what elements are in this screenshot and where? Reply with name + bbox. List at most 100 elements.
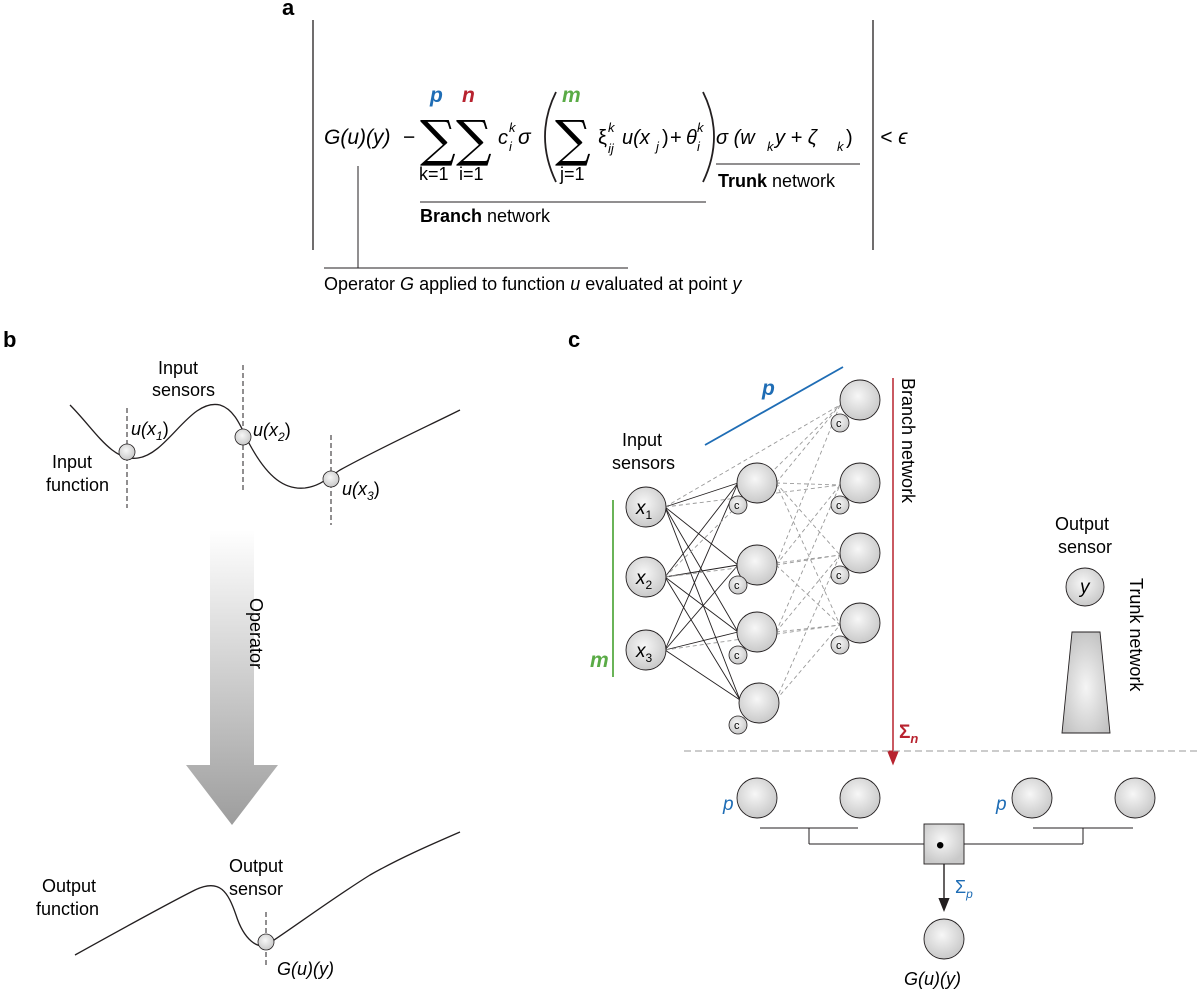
sum-bottom-j: j=1	[559, 164, 585, 184]
dot-product-box	[923, 823, 965, 865]
hidden1-to-hidden2-connections	[664, 404, 841, 701]
output-sensor-label-2: sensor	[229, 879, 283, 899]
trunk-output-node-2	[1114, 777, 1156, 819]
sum-i-symbol: ∑	[456, 110, 492, 168]
u-of-x: u(x	[622, 127, 651, 149]
sum-k-symbol: ∑	[420, 110, 456, 168]
panel-a-label: a	[282, 0, 295, 20]
big-paren-left	[544, 91, 557, 183]
x-sub-j: j	[654, 139, 660, 154]
input-sensors-label-1: Input	[158, 358, 198, 378]
sensor-point-3	[322, 470, 340, 488]
input-sensors-label-2: sensors	[612, 453, 675, 473]
p-left-label: p	[722, 794, 734, 815]
u-x2-label: u(x2)	[253, 420, 291, 444]
trunk-close: )	[846, 127, 853, 149]
hidden1-node-1: c	[728, 462, 778, 515]
big-paren-right	[702, 91, 715, 183]
svg-text:c: c	[734, 580, 740, 592]
output-sensor-label-1: Output	[1055, 514, 1109, 534]
c-coefficient: c	[498, 127, 508, 149]
dot-product-brackets	[760, 827, 1133, 845]
sigma-activation: σ	[518, 126, 532, 149]
u-x3-label: u(x3)	[342, 479, 380, 503]
branch-output-node-1	[736, 777, 778, 819]
u-x1-label: u(x1)	[131, 419, 169, 443]
output-node	[923, 918, 965, 960]
svg-text:c: c	[836, 640, 842, 652]
svg-text:c: c	[734, 720, 740, 732]
trunk-network-label: Trunk network	[1126, 578, 1146, 692]
p-width-line	[704, 366, 844, 446]
c-sub: i	[509, 139, 513, 154]
theta-bias: θ	[686, 127, 697, 149]
p-width-label: p	[761, 377, 775, 400]
trunk-output-node-1	[1011, 777, 1053, 819]
xi-sub: ij	[608, 141, 615, 156]
operator-label: Operator	[246, 598, 266, 669]
trunk-network-block	[1061, 631, 1111, 734]
sensor-point-1	[118, 443, 136, 461]
output-value-label: G(u)(y)	[277, 959, 334, 979]
equation-minus: −	[403, 126, 415, 149]
hidden1-node-4: c	[728, 682, 780, 735]
xi-weight: ξ	[598, 127, 607, 149]
svg-text:x2: x2	[635, 568, 653, 592]
theta-sub: i	[697, 139, 701, 154]
hidden2-node-3: c	[830, 532, 881, 585]
output-sensor-label-1: Output	[229, 856, 283, 876]
sum-j-symbol: ∑	[555, 110, 591, 168]
hidden2-node-2: c	[830, 462, 881, 515]
output-value-label: G(u)(y)	[904, 969, 961, 989]
operator-caption: Operator G applied to function u evaluat…	[324, 274, 742, 294]
panel-c-label: c	[568, 327, 580, 352]
svg-text:x3: x3	[635, 641, 653, 665]
input-function-label-2: function	[46, 475, 109, 495]
input-node-1: x1	[625, 486, 667, 528]
hidden1-node-2: c	[728, 544, 778, 595]
xi-sup: k	[608, 120, 616, 135]
sigma-n-label: Σn	[899, 722, 918, 746]
input-node-2: x2	[625, 556, 667, 598]
panel-c: c p Input sensors m	[568, 327, 1200, 989]
svg-text:c: c	[836, 418, 842, 430]
sum-top-n: n	[462, 84, 475, 107]
input-sensors-label-2: sensors	[152, 380, 215, 400]
u-close-paren: )	[662, 127, 669, 149]
input-function-curve	[69, 403, 461, 489]
plus-sign: +	[670, 127, 682, 149]
trunk-w-sub: k	[767, 139, 775, 154]
output-sensor-label-2: sensor	[1058, 537, 1112, 557]
trunk-sigma: σ (w	[716, 127, 756, 149]
input-function-label-1: Input	[52, 452, 92, 472]
output-function-curve	[74, 831, 461, 956]
output-function-label-2: function	[36, 899, 99, 919]
svg-text:c: c	[734, 650, 740, 662]
output-sensor-point	[257, 933, 275, 951]
panel-a: a G(u)(y) − ∑ ∑ p n k=1 i=1 c k i σ ∑ m …	[282, 0, 908, 294]
input-to-hidden1-connections	[664, 482, 741, 701]
output-function-label-1: Output	[42, 876, 96, 896]
theta-sup: k	[697, 120, 705, 135]
m-width-label: m	[590, 649, 609, 672]
input-sensors-label-1: Input	[622, 430, 662, 450]
hidden2-node-4: c	[830, 602, 881, 655]
sum-top-p: p	[429, 84, 443, 107]
less-than-epsilon: < ϵ	[880, 126, 908, 149]
branch-network-label: Branch network	[898, 378, 918, 504]
svg-text:x1: x1	[635, 498, 653, 522]
sum-bottom-i: i=1	[459, 164, 484, 184]
panel-b-label: b	[3, 327, 16, 352]
operator-arrow	[186, 530, 278, 825]
branch-output-node-2	[839, 777, 881, 819]
svg-text:c: c	[836, 500, 842, 512]
sum-bottom-k: k=1	[419, 164, 449, 184]
dot-product-symbol: •	[936, 832, 944, 859]
equation-lhs: G(u)(y)	[324, 126, 391, 149]
y-node-label: y	[1078, 577, 1091, 598]
panel-b: b Input sensors Input function u(x1) u(x…	[3, 327, 461, 979]
branch-network-label: Branch network	[420, 206, 551, 226]
trunk-zeta-sub: k	[837, 139, 845, 154]
sensor-point-2	[234, 428, 252, 446]
